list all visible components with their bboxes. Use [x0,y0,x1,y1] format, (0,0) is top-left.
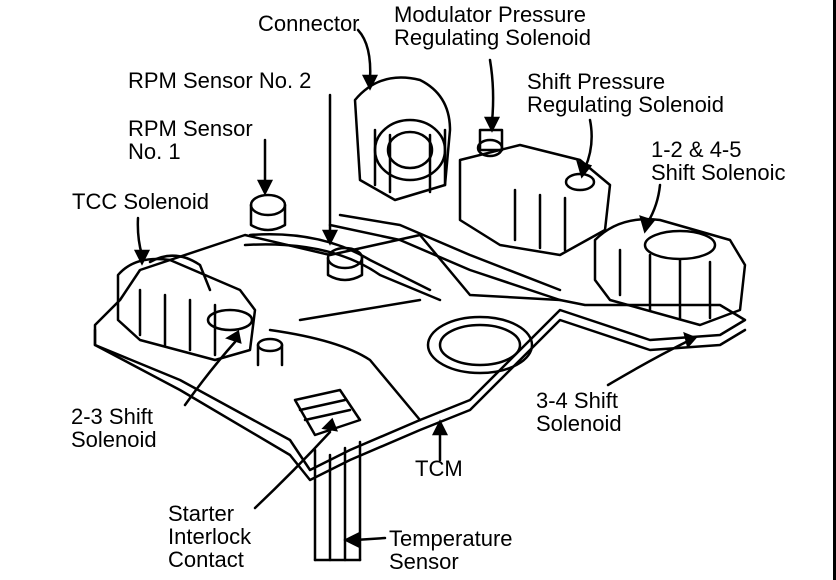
leader-tcc [136,216,144,257]
tcm-recess [426,315,534,375]
starter-interlock [293,388,362,437]
label-connector: Connector [258,11,360,36]
label-tcm: TCM [415,456,463,481]
image-border [833,0,836,580]
shift-34-solenoid-block [593,218,747,327]
label-modulator-pressure-solenoid: Modulator Pressure Regulating Solenoid [394,2,591,50]
leader-starter [253,430,332,510]
leader-12-45 [646,183,662,224]
leader-temperature [353,536,387,542]
label-shift-pressure-solenoid: Shift Pressure Regulating Solenoid [527,69,724,117]
label-tcc-solenoid: TCC Solenoid [72,189,209,214]
leader-modulator [488,58,495,124]
label-rpm-sensor-1: RPM Sensor No. 1 [128,116,253,164]
temperature-sensor-lead [313,440,362,562]
tcc-solenoid-block [116,257,257,362]
label-shift-34-solenoid: 3-4 Shift Solenoid [536,388,622,436]
leader-connector [356,28,372,82]
leader-34 [606,338,692,387]
rpm-sensor-1 [249,193,287,217]
leader-23 [183,340,237,407]
connector-body [353,76,452,202]
shift-pressure-solenoid-block [458,143,612,257]
label-rpm-sensor-2: RPM Sensor No. 2 [128,68,312,93]
label-shift-23-solenoid: 2-3 Shift Solenoid [71,404,157,452]
label-shift-12-45-solenoid: 1-2 & 4-5 Shift Solenoic [651,137,786,185]
leader-shift-pressure [583,118,593,170]
label-starter-interlock-contact: Starter Interlock Contact [168,501,252,572]
label-temperature-sensor: Temperature Sensor [389,526,513,574]
